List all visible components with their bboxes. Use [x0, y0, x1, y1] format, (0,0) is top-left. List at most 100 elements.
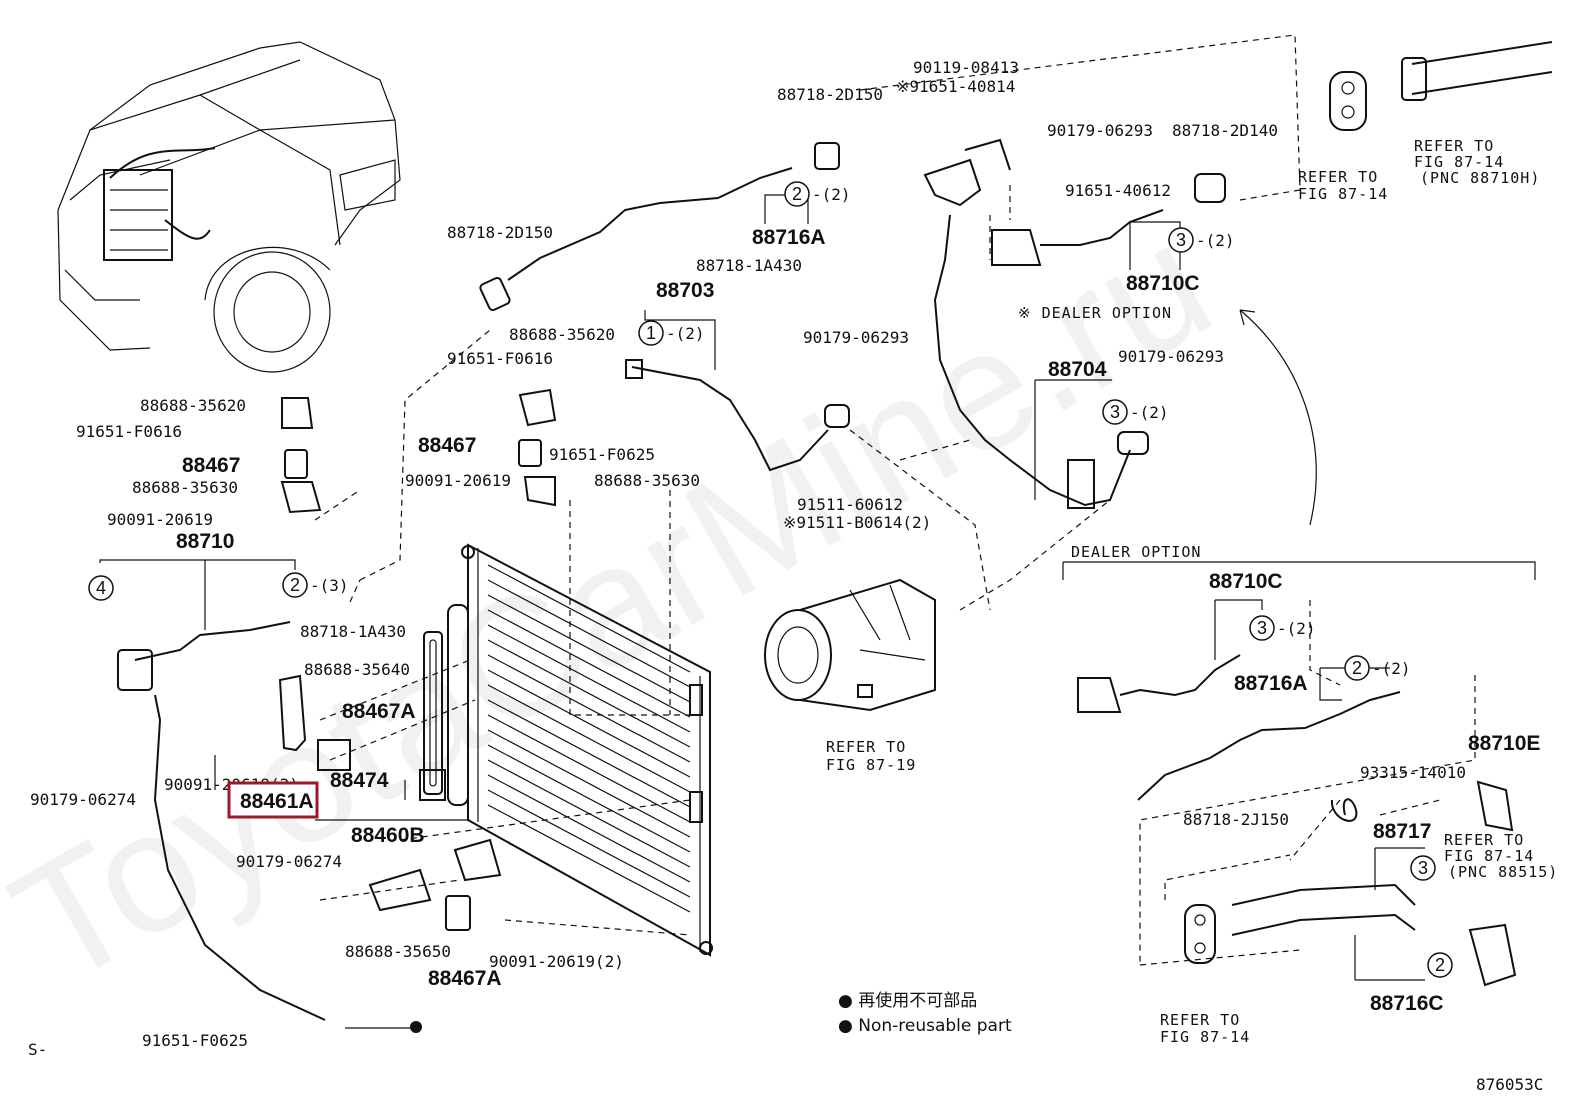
refer-fig-87-14-a[interactable]: REFER TO FIG 87-14 [1298, 168, 1388, 203]
svg-text:REFER TO: REFER TO [1414, 137, 1494, 155]
svg-text:2: 2 [1435, 955, 1445, 975]
label-88718-1A430-left[interactable]: 88718-1A430 [300, 622, 406, 641]
svg-text:3: 3 [1176, 230, 1186, 250]
label-90119-08413[interactable]: 90119-08413 [913, 58, 1019, 77]
label-90179-06274-mid[interactable]: 90179-06274 [236, 852, 342, 871]
svg-text:-(2): -(2) [1130, 403, 1169, 422]
label-88467-left[interactable]: 88467 [182, 454, 240, 477]
dashed-leaders [314, 34, 1476, 966]
svg-text:(PNC 88710H): (PNC 88710H) [1420, 169, 1540, 187]
cushion-88467-mid[interactable] [518, 439, 542, 467]
pipe-88710C-option[interactable] [1077, 654, 1241, 713]
label-88688-35620-left[interactable]: 88688-35620 [140, 396, 246, 415]
label-88716C[interactable]: 88716C [1370, 992, 1444, 1015]
cushion-88467A-bot[interactable] [445, 895, 471, 931]
label-88467A-bot[interactable]: 88467A [428, 967, 502, 990]
label-88704[interactable]: 88704 [1048, 358, 1107, 381]
label-90091-20619-2b[interactable]: 90091-20619(2) [489, 952, 624, 971]
refer-fig-87-14-c[interactable]: REFER TO FIG 87-14 (PNC 88515) [1444, 831, 1558, 881]
cushion-88467A-top[interactable] [317, 739, 351, 771]
label-88688-35620-mid[interactable]: 88688-35620 [509, 325, 615, 344]
dealer-option-header: DEALER OPTION [1071, 543, 1201, 561]
bracket-88688-35630-mid[interactable] [523, 476, 556, 507]
cover-88710E[interactable] [1476, 780, 1514, 832]
bracket-top[interactable] [923, 138, 1011, 207]
svg-text:-(2): -(2) [1277, 619, 1316, 638]
label-93315-14010[interactable]: 93315-14010 [1360, 763, 1466, 782]
label-88461A[interactable]: 88461A [240, 790, 314, 813]
refer-fig-87-14-b[interactable]: REFER TO FIG 87-14 (PNC 88710H) [1414, 137, 1540, 187]
label-88710[interactable]: 88710 [176, 530, 234, 553]
refer-fig-87-14-d[interactable]: REFER TO FIG 87-14 [1160, 1011, 1250, 1046]
bracket-88688-35650[interactable] [368, 838, 502, 912]
label-88460B[interactable]: 88460B [351, 824, 425, 847]
callout-circle-3-right: 3 -(2) [1249, 615, 1316, 641]
pipe-fitting-88710H[interactable] [1401, 41, 1553, 101]
label-88718-2D150-top[interactable]: 88718-2D150 [777, 85, 883, 104]
label-88716A-right[interactable]: 88716A [1234, 672, 1308, 695]
callout-circle-3-mid: 3 -(2) [1102, 399, 1169, 425]
label-91511-B0614[interactable]: ※91511-B0614(2) [783, 513, 931, 532]
pipe-88716A-option[interactable] [1137, 691, 1401, 801]
bracket-88688-35620-mid[interactable] [518, 388, 557, 427]
label-88710C-right[interactable]: 88710C [1209, 570, 1283, 593]
label-88474[interactable]: 88474 [330, 769, 389, 792]
label-88688-35640[interactable]: 88688-35640 [304, 660, 410, 679]
clamp-88718-2J150[interactable] [1330, 798, 1358, 822]
label-91651-F0616-left[interactable]: 91651-F0616 [76, 422, 182, 441]
label-88688-35630-mid[interactable]: 88688-35630 [594, 471, 700, 490]
bracket-88688-35630-left[interactable] [280, 481, 322, 514]
label-90179-06274-left[interactable]: 90179-06274 [30, 790, 136, 809]
label-88688-35630-left[interactable]: 88688-35630 [132, 478, 238, 497]
label-88718-2D150-mid[interactable]: 88718-2D150 [447, 223, 553, 242]
svg-text:3: 3 [1418, 858, 1428, 878]
label-91651-40814[interactable]: ※91651-40814 [896, 77, 1015, 96]
label-88467-mid[interactable]: 88467 [418, 434, 476, 457]
compressor[interactable] [764, 578, 936, 712]
label-91511-60612[interactable]: 91511-60612 [797, 495, 903, 514]
label-88710C-top[interactable]: 88710C [1126, 272, 1200, 295]
label-90179-06293-mid[interactable]: 90179-06293 [803, 328, 909, 347]
label-88703[interactable]: 88703 [656, 279, 714, 302]
label-91651-40612[interactable]: 91651-40612 [1065, 181, 1171, 200]
grommet-plate-bottom[interactable] [1184, 904, 1216, 964]
label-88710E[interactable]: 88710E [1468, 732, 1540, 755]
bracket-88688-35620-left[interactable] [281, 397, 314, 429]
pipe-88710[interactable] [117, 621, 326, 1021]
callout-circle-2-lower: 2 [1427, 952, 1453, 978]
label-90091-20619-mid[interactable]: 90091-20619 [405, 471, 511, 490]
label-90091-20619-left[interactable]: 90091-20619 [107, 510, 213, 529]
label-90179-06293-right[interactable]: 90179-06293 [1118, 347, 1224, 366]
cushion-88467-left[interactable] [284, 449, 308, 479]
svg-text:(PNC 88515): (PNC 88515) [1448, 863, 1558, 881]
label-88717[interactable]: 88717 [1373, 820, 1431, 843]
svg-text:1: 1 [646, 323, 656, 343]
receiver-dryer-88474[interactable] [419, 604, 469, 806]
bracket-88688-35640[interactable] [278, 674, 307, 752]
label-88716A-top[interactable]: 88716A [752, 226, 826, 249]
label-88718-1A430-top[interactable]: 88718-1A430 [696, 256, 802, 275]
pipe-88717-88716C[interactable] [1231, 883, 1416, 936]
label-91651-F0625-mid[interactable]: 91651-F0625 [549, 445, 655, 464]
svg-text:2: 2 [792, 184, 802, 204]
label-90179-06293-top[interactable]: 90179-06293 [1047, 121, 1153, 140]
highlighted-part-88461A[interactable]: 88461A [227, 781, 319, 819]
label-88718-2D140[interactable]: 88718-2D140 [1172, 121, 1278, 140]
label-91651-F0616-mid[interactable]: 91651-F0616 [447, 349, 553, 368]
pipe-88703[interactable] [625, 359, 850, 472]
grommet-plate-top[interactable] [1329, 71, 1367, 131]
vehicle-illustration [57, 41, 401, 373]
pipe-88704[interactable] [933, 214, 1149, 509]
expansion-valve-88515[interactable] [1468, 923, 1517, 987]
label-91651-F0625-bot[interactable]: 91651-F0625 [142, 1031, 248, 1050]
svg-text:REFER TO: REFER TO [1160, 1011, 1240, 1029]
non-reusable-dot [410, 1021, 422, 1033]
refer-fig-87-19[interactable]: REFER TO FIG 87-19 [826, 738, 916, 774]
label-88718-2J150[interactable]: 88718-2J150 [1183, 810, 1289, 829]
label-88688-35650[interactable]: 88688-35650 [345, 942, 451, 961]
label-88467A-top[interactable]: 88467A [342, 700, 416, 723]
pipe-88710C[interactable] [991, 173, 1226, 266]
svg-text:-(2): -(2) [1372, 659, 1411, 678]
pipe-88716A[interactable] [479, 142, 840, 312]
